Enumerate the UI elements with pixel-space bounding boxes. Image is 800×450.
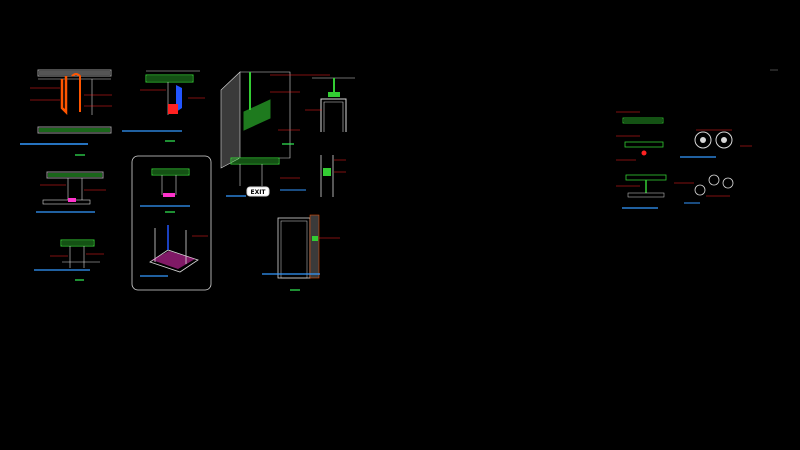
detail-ceiling-fixture-section bbox=[122, 70, 205, 142]
detail-right-stacked-sections bbox=[616, 111, 667, 209]
detail-ceiling-lower-section bbox=[34, 239, 104, 281]
detail-wall-column-section bbox=[320, 155, 346, 197]
detail-isometric-exit-sign bbox=[220, 71, 330, 169]
detail-door-exit-elevation bbox=[305, 77, 355, 132]
detail-highlighted-isometric-frame bbox=[131, 155, 212, 291]
detail-door-elevation bbox=[262, 214, 340, 291]
detail-ceiling-small-section bbox=[36, 171, 106, 213]
detail-right-circular-fixtures bbox=[674, 129, 752, 204]
detail-ceiling-pipe-section bbox=[20, 69, 112, 156]
exit-sign-text: EXIT bbox=[250, 189, 266, 196]
detail-ceiling-exit-sign: EXIT bbox=[226, 157, 306, 197]
